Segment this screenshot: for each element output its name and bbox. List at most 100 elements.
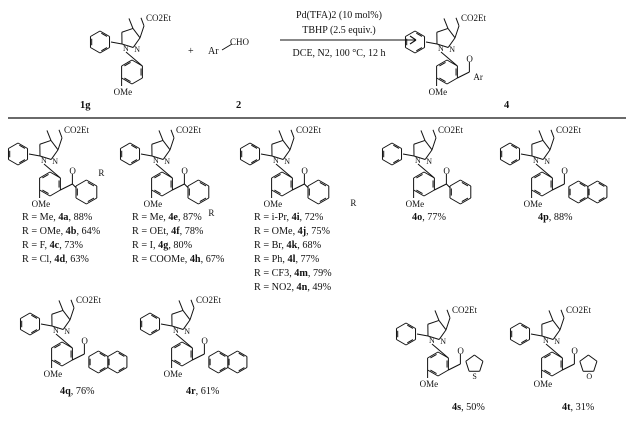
yield-4g: R = I, 4g, 80%	[132, 240, 193, 251]
aldehyde-ar-label: Ar	[208, 46, 219, 57]
bond	[318, 179, 330, 187]
bond	[8, 142, 19, 149]
bond	[131, 159, 138, 164]
atom-o-label: O	[443, 166, 450, 176]
bond	[249, 159, 260, 166]
atom-ome-label: OMe	[419, 379, 439, 389]
yield-4p: 4p, 88%	[538, 212, 573, 223]
bond	[131, 144, 138, 149]
bond	[290, 129, 295, 139]
bond	[39, 155, 52, 160]
bond	[292, 183, 305, 191]
bond	[510, 339, 521, 346]
bond	[446, 77, 458, 85]
bond	[275, 163, 293, 179]
bond	[552, 329, 561, 340]
atom-n-label: N	[426, 157, 432, 167]
bond	[534, 173, 541, 179]
bond	[124, 61, 131, 67]
bond	[198, 179, 210, 187]
yield-4f: R = OEt, 4f, 78%	[132, 226, 204, 237]
bond	[578, 180, 589, 187]
bond	[39, 139, 52, 145]
bond	[568, 197, 579, 204]
bond	[42, 189, 49, 195]
bond	[237, 367, 248, 374]
atom-ome-label: OMe	[428, 87, 448, 97]
bond	[319, 181, 327, 187]
bond	[121, 59, 133, 67]
bond	[51, 359, 63, 367]
bond	[405, 30, 416, 37]
bond	[521, 339, 528, 344]
bond	[107, 350, 118, 357]
bond	[454, 25, 460, 39]
bond	[99, 47, 110, 54]
bond	[405, 47, 416, 54]
yield-4c: R = F, 4c, 73%	[22, 240, 83, 251]
atom-o-label: O	[181, 166, 188, 176]
bond	[51, 325, 64, 330]
atom-o-label: O	[561, 166, 568, 176]
bond	[587, 197, 598, 204]
bond	[40, 323, 53, 327]
bond	[218, 367, 229, 374]
bond	[544, 353, 551, 359]
yield-4k: R = Br, 4k, 68%	[254, 240, 322, 251]
bond	[227, 350, 238, 357]
bond	[541, 319, 554, 325]
bond	[240, 159, 251, 166]
bond	[278, 130, 284, 141]
bond	[511, 159, 518, 164]
bond	[187, 179, 199, 187]
bond	[199, 181, 207, 187]
atom-co2et-label: CO2Et	[195, 294, 221, 305]
atom-n-label: N	[449, 45, 455, 55]
bond	[579, 197, 586, 202]
bond	[274, 173, 281, 179]
yield-4a: R = Me, 4a, 88%	[22, 212, 93, 223]
atom-r-label: R	[350, 198, 357, 208]
bond	[154, 189, 161, 195]
bond	[587, 180, 598, 187]
atom-n-label: N	[164, 157, 170, 167]
bond	[318, 197, 330, 205]
yield-4b: R = OMe, 4b, 64%	[22, 226, 101, 237]
bond	[396, 339, 407, 346]
bond	[51, 341, 63, 349]
bond	[382, 159, 393, 166]
bond	[274, 189, 281, 195]
bond	[461, 181, 469, 187]
bond	[171, 309, 184, 315]
bond	[19, 159, 26, 164]
bond	[434, 183, 447, 191]
bond	[413, 171, 425, 179]
bond	[405, 322, 416, 329]
bond	[531, 155, 544, 160]
bond	[62, 319, 71, 330]
bond	[427, 351, 439, 359]
yield-4i: R = i-Pr, 4i, 72%	[254, 212, 324, 223]
bond	[423, 189, 435, 197]
bond	[187, 197, 199, 205]
bond	[139, 25, 145, 39]
yield-4q: 4q, 76%	[60, 386, 95, 397]
bond	[50, 140, 59, 151]
bond	[240, 142, 251, 149]
bond	[90, 30, 101, 37]
atom-o-label: O	[457, 346, 464, 356]
atom-n-label: N	[184, 327, 190, 337]
bond	[42, 173, 49, 179]
bond	[598, 197, 605, 202]
atom-r-label: R	[98, 168, 105, 178]
bond	[416, 173, 423, 179]
bond	[521, 324, 528, 329]
bond	[174, 343, 181, 349]
product-4-label: 4	[504, 100, 510, 111]
bond	[86, 197, 98, 205]
bond	[39, 171, 51, 179]
bond	[417, 163, 435, 179]
bond	[227, 367, 238, 374]
atom-n-label: N	[152, 155, 159, 165]
bond	[414, 47, 425, 54]
